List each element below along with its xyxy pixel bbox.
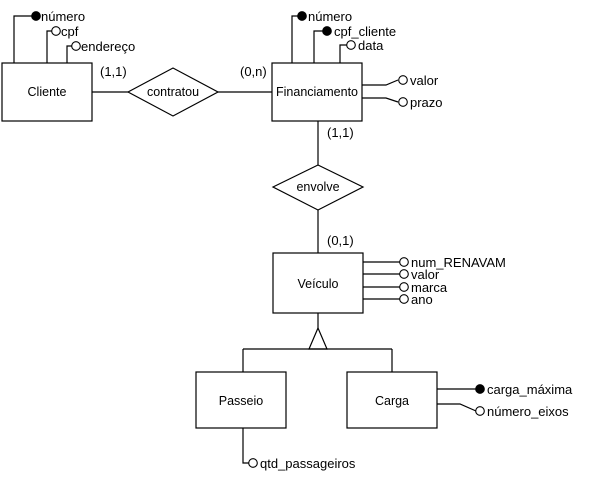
attr-financiamento-valor-marker (398, 75, 408, 85)
entity-carga[interactable]: Carga (346, 371, 438, 429)
carga-attributes: carga_máxima número_eixos (437, 382, 573, 419)
attr-carga-numero-eixos: número_eixos (487, 404, 569, 419)
cliente-attributes: número cpf endereço (13, 9, 135, 63)
entity-veiculo-box (272, 252, 364, 314)
specialization-triangle (308, 326, 328, 350)
attr-veiculo-valor: valor (411, 267, 440, 282)
relationship-envolve-label: envolve (296, 180, 339, 194)
relationship-envolve-diamond (271, 164, 365, 211)
attr-financiamento-numero-key-marker (297, 11, 307, 21)
entity-cliente[interactable]: Cliente (1, 62, 93, 122)
attr-financiamento-prazo: prazo (410, 95, 443, 110)
attr-financiamento-cpf-cliente-key-marker (322, 26, 332, 36)
attr-cliente-numero-key-marker (31, 11, 41, 21)
entity-financiamento-box (271, 62, 363, 122)
connection-lines (92, 91, 393, 372)
attr-cliente-cpf: cpf (61, 24, 79, 39)
cardinality-financiamento-envolve: (1,1) (327, 125, 354, 140)
attr-cliente-numero: número (41, 9, 85, 24)
attr-veiculo-ano-marker (399, 294, 409, 304)
entity-veiculo-label: Veículo (297, 277, 338, 291)
attr-veiculo-ano: ano (411, 292, 433, 307)
relationship-contratou[interactable]: contratou (126, 67, 220, 117)
attr-financiamento-cpf-cliente: cpf_cliente (334, 24, 396, 39)
attr-financiamento-data: data (358, 38, 384, 53)
attr-financiamento-numero: número (308, 9, 352, 24)
entity-veiculo[interactable]: Veículo (272, 252, 364, 314)
attr-carga-numero-eixos-marker (475, 406, 485, 416)
relationship-envolve[interactable]: envolve (271, 164, 365, 211)
cardinality-financiamento-contratou: (0,n) (240, 64, 267, 79)
entity-passeio-label: Passeio (219, 394, 264, 408)
entity-cliente-label: Cliente (28, 85, 67, 99)
attr-veiculo-marca: marca (411, 280, 448, 295)
attr-veiculo-renavam: num_RENAVAM (411, 255, 506, 270)
attr-financiamento-data-marker (346, 40, 356, 50)
attr-carga-maxima: carga_máxima (487, 382, 573, 397)
relationship-contratou-label: contratou (147, 85, 199, 99)
entity-carga-label: Carga (375, 394, 409, 408)
attr-cliente-cpf-marker (51, 26, 61, 36)
relationship-contratou-diamond (126, 67, 220, 117)
entity-carga-box (346, 371, 438, 429)
passeio-attributes: qtd_passageiros (242, 428, 356, 471)
attr-cliente-endereco: endereço (81, 39, 135, 54)
attr-veiculo-marca-marker (399, 282, 409, 292)
financiamento-attributes: número cpf_cliente data valor prazo (291, 9, 443, 110)
cardinalities: (1,1) (0,n) (1,1) (0,1) (100, 64, 354, 248)
attr-financiamento-prazo-marker (398, 97, 408, 107)
attr-passeio-qtd-passageiros: qtd_passageiros (260, 456, 356, 471)
attr-carga-maxima-key-marker (475, 384, 485, 394)
cardinality-cliente-contratou: (1,1) (100, 64, 127, 79)
entity-financiamento-label: Financiamento (276, 85, 358, 99)
attr-veiculo-valor-marker (399, 269, 409, 279)
attr-passeio-qtd-passageiros-marker (248, 458, 258, 468)
cardinality-veiculo-envolve: (0,1) (327, 233, 354, 248)
entity-financiamento[interactable]: Financiamento (271, 62, 363, 122)
attr-financiamento-valor: valor (410, 73, 439, 88)
attr-veiculo-renavam-marker (399, 257, 409, 267)
entity-passeio[interactable]: Passeio (195, 371, 287, 429)
entity-passeio-box (195, 371, 287, 429)
veiculo-attributes: num_RENAVAM valor marca ano (363, 255, 506, 307)
entity-cliente-box (1, 62, 93, 122)
attr-cliente-endereco-marker (71, 41, 81, 51)
